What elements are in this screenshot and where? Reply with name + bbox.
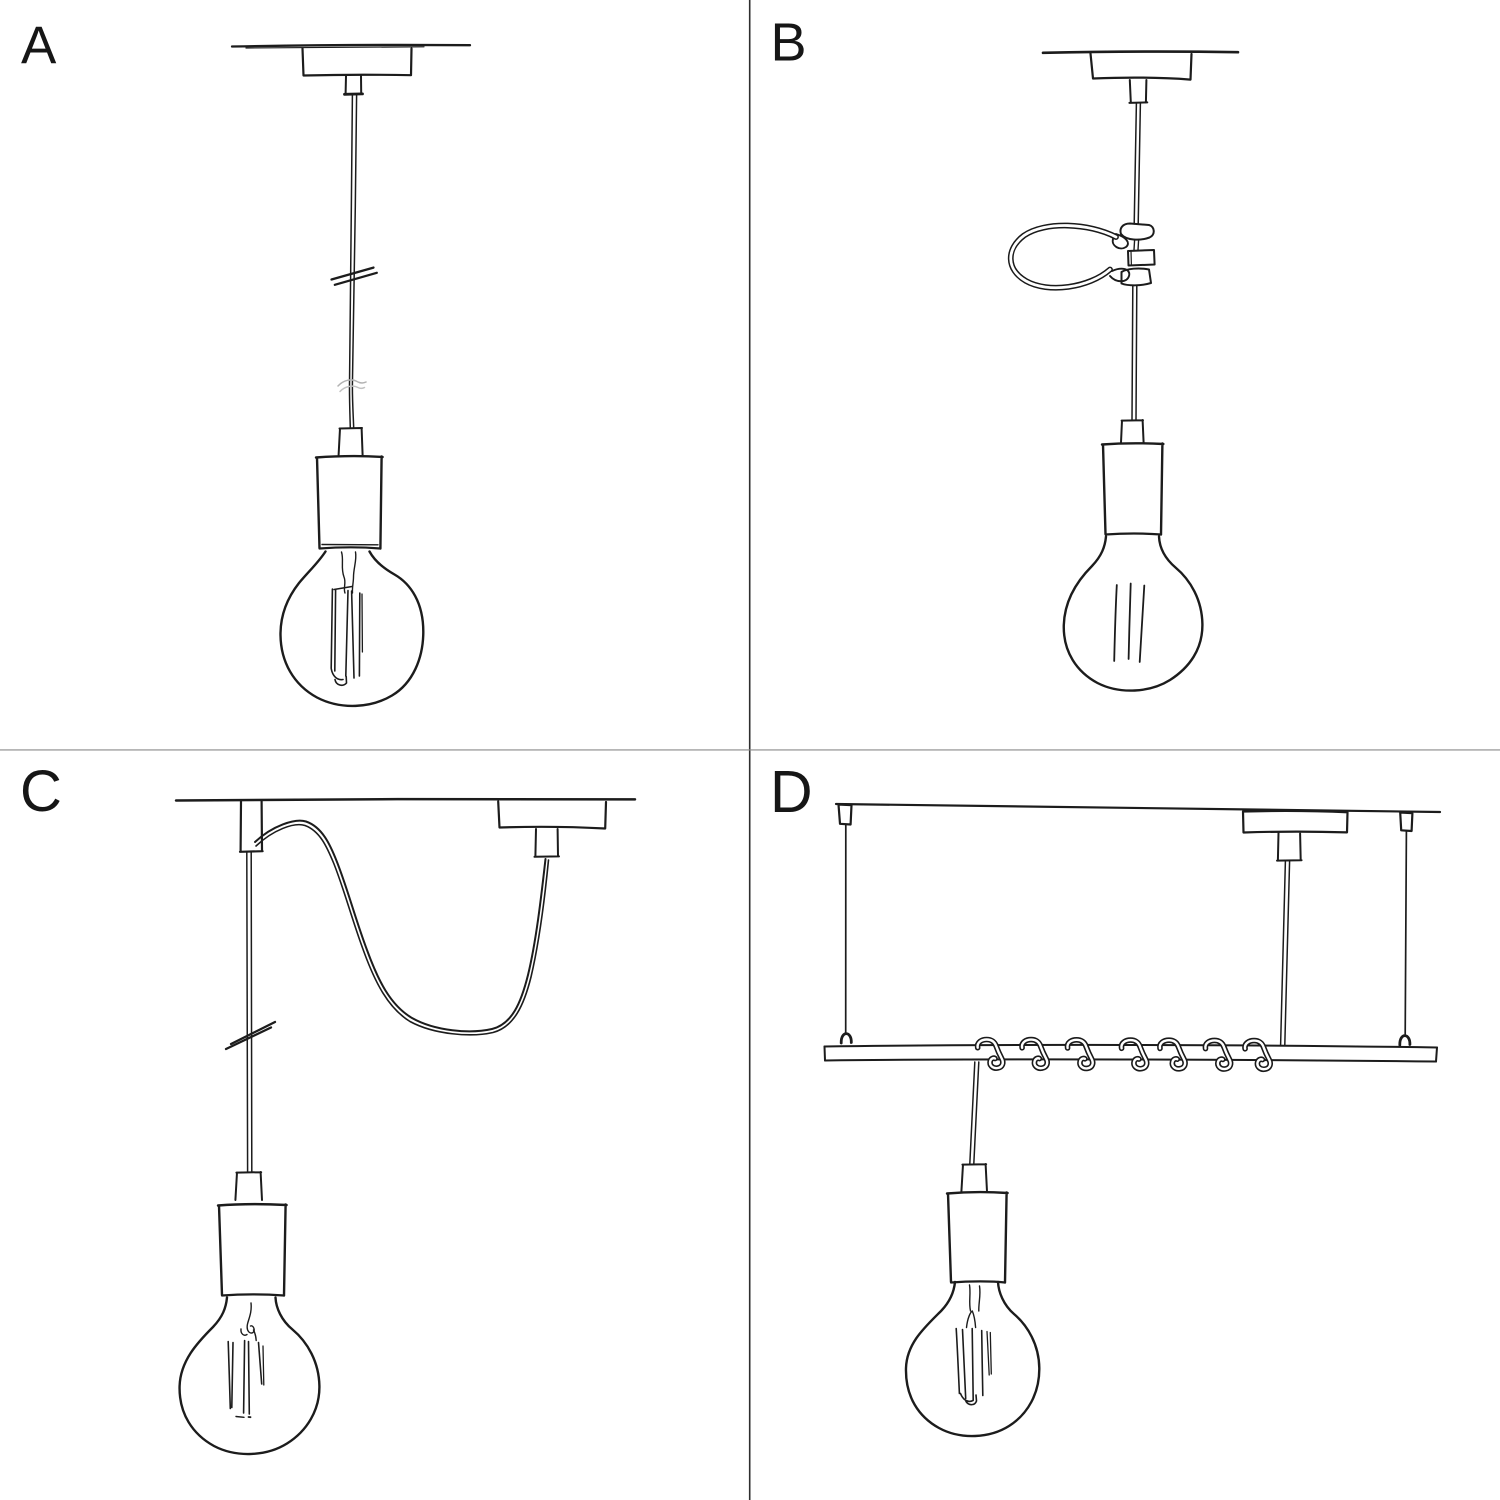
svg-text:B: B xyxy=(771,13,807,73)
svg-text:D: D xyxy=(770,759,813,825)
svg-text:C: C xyxy=(20,759,62,824)
svg-text:A: A xyxy=(21,16,57,75)
